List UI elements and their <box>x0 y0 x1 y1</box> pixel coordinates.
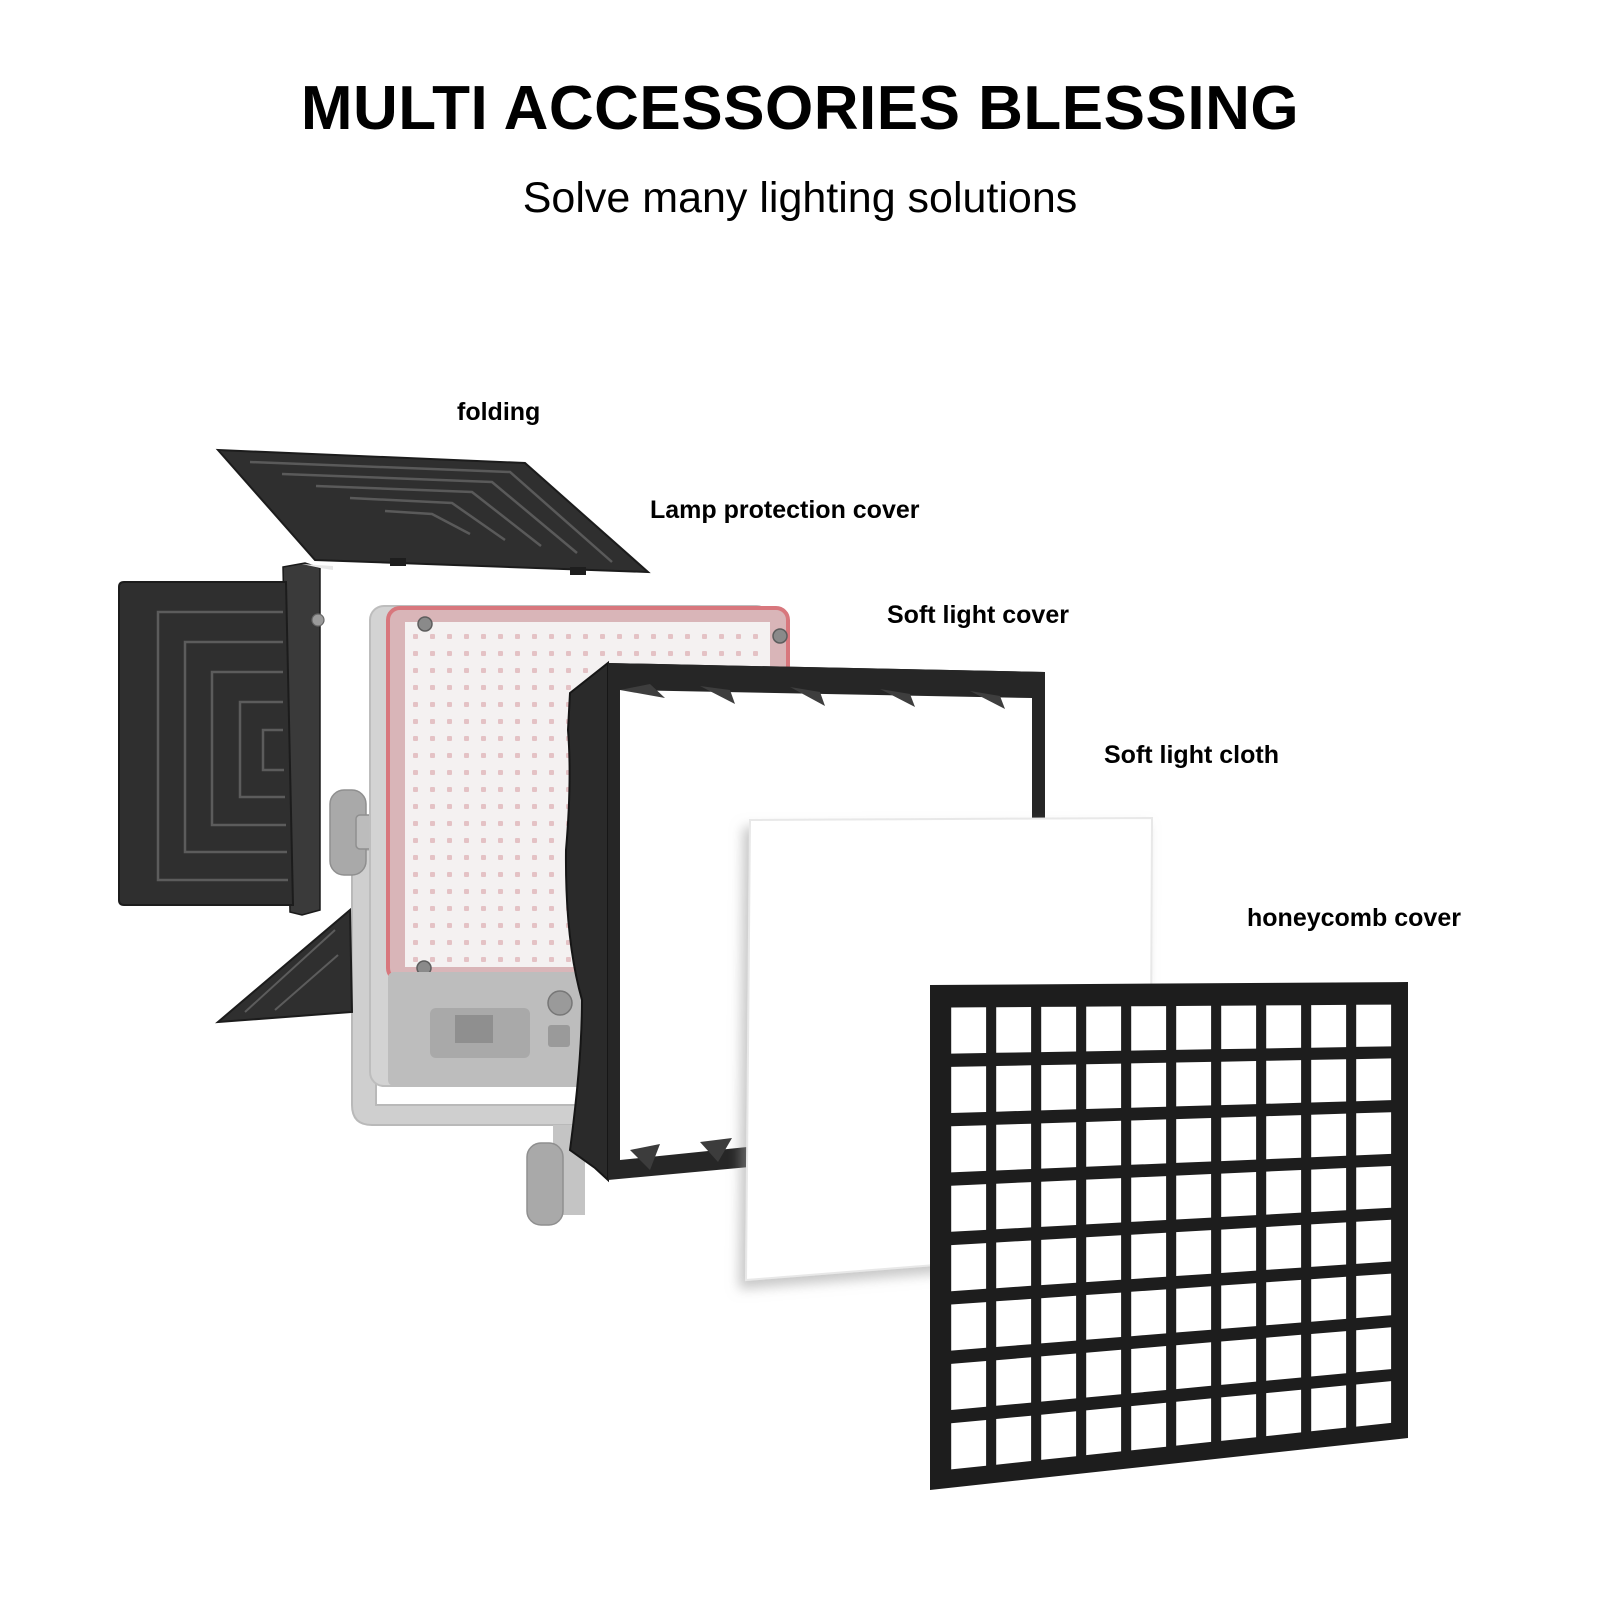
honeycomb-cell <box>1131 1232 1167 1280</box>
honeycomb-cell <box>1356 1219 1392 1264</box>
honeycomb-cell <box>1221 1005 1257 1050</box>
honeycomb-cell <box>1176 1118 1212 1163</box>
honeycomb-cell <box>1086 1235 1122 1283</box>
honeycomb-cell <box>1086 1407 1122 1456</box>
honeycomb-cell <box>996 1357 1032 1406</box>
honeycomb-cell <box>1086 1349 1122 1398</box>
honeycomb-cell <box>951 1243 987 1292</box>
honeycomb-cell <box>1041 1006 1077 1053</box>
honeycomb-cell <box>1311 1113 1347 1158</box>
honeycomb-cell <box>1176 1286 1212 1333</box>
honeycomb-cell <box>1266 1389 1302 1437</box>
honeycomb-cell <box>1131 1346 1167 1394</box>
headline: MULTI ACCESSORIES BLESSING <box>300 74 1300 143</box>
honeycomb-cell <box>1221 1338 1257 1385</box>
honeycomb-cell <box>1041 1064 1077 1111</box>
honeycomb-cell <box>996 1007 1032 1053</box>
honeycomb-cell <box>951 1420 987 1470</box>
barn-door-top <box>215 448 651 574</box>
honeycomb-cell <box>1176 1398 1212 1446</box>
side-knob-lower <box>526 1142 564 1226</box>
honeycomb-cell <box>1176 1174 1212 1220</box>
honeycomb-cell <box>1266 1279 1302 1326</box>
honeycomb-cell <box>996 1123 1032 1171</box>
honeycomb-cell <box>1221 1394 1257 1441</box>
honeycomb-cell <box>1176 1005 1212 1050</box>
honeycomb-cell <box>1041 1295 1077 1344</box>
label-soft-light-cover: Soft light cover <box>887 601 1069 629</box>
honeycomb-cell <box>1356 1004 1392 1047</box>
honeycomb-cell <box>1041 1180 1077 1227</box>
honeycomb-cell <box>1131 1402 1167 1451</box>
honeycomb-cell <box>996 1415 1032 1465</box>
honeycomb-cell <box>951 1302 987 1351</box>
honeycomb-cell <box>1266 1005 1302 1049</box>
honeycomb-cell <box>1041 1411 1077 1460</box>
honeycomb-cell <box>1041 1122 1077 1169</box>
honeycomb-cell <box>1266 1115 1302 1160</box>
honeycomb-cell <box>1221 1172 1257 1217</box>
honeycomb-cell <box>1086 1006 1122 1052</box>
honeycomb-cell <box>1131 1289 1167 1337</box>
honeycomb-cell <box>1311 1385 1347 1432</box>
honeycomb-cell <box>1086 1120 1122 1167</box>
honeycomb-cell <box>996 1298 1032 1347</box>
label-soft-light-cloth: Soft light cloth <box>1104 741 1279 769</box>
honeycomb-cell <box>1356 1381 1392 1427</box>
barn-door-bottom <box>215 907 354 1024</box>
honeycomb-cell <box>1356 1273 1392 1319</box>
subheadline: Solve many lighting solutions <box>522 174 1078 222</box>
control-knob <box>547 990 573 1016</box>
honeycomb-cell <box>951 1125 987 1173</box>
honeycomb-cell <box>1176 1342 1212 1390</box>
honeycomb-cell <box>1131 1119 1167 1165</box>
honeycomb-cell <box>1266 1060 1302 1104</box>
honeycomb-cell <box>1221 1061 1257 1106</box>
label-honeycomb-cover: honeycomb cover <box>1247 904 1461 932</box>
label-folding: folding <box>457 398 541 426</box>
honeycomb-cell <box>996 1065 1032 1112</box>
honeycomb-cell <box>1311 1059 1347 1103</box>
honeycomb-cell <box>1086 1063 1122 1109</box>
honeycomb-cell <box>951 1184 987 1232</box>
honeycomb-cell <box>951 1361 987 1410</box>
honeycomb-cell <box>1356 1058 1392 1102</box>
barn-doors <box>118 448 651 1024</box>
softbox-side-left <box>564 660 609 1183</box>
honeycomb-cell <box>996 1240 1032 1289</box>
honeycomb-cell <box>1041 1237 1077 1286</box>
honeycomb-cell <box>1311 1168 1347 1213</box>
honeycomb-cell <box>1266 1170 1302 1215</box>
honeycomb-cell <box>1131 1062 1167 1108</box>
honeycomb-cell <box>1176 1230 1212 1276</box>
honeycomb-cell <box>1356 1166 1392 1210</box>
honeycomb-cell <box>1266 1224 1302 1270</box>
honeycomb-cell <box>1086 1178 1122 1225</box>
honeycomb-cell <box>1356 1327 1392 1373</box>
honeycomb-cell <box>1221 1283 1257 1329</box>
faceplate-screws <box>416 616 788 976</box>
label-lamp-protection-cover: Lamp protection cover <box>650 496 920 524</box>
honeycomb-cell <box>1356 1112 1392 1156</box>
honeycomb-cell <box>1311 1276 1347 1322</box>
honeycomb-cell <box>1131 1176 1167 1222</box>
honeycomb-cell <box>1311 1004 1347 1048</box>
honeycomb-cell <box>1311 1331 1347 1377</box>
honeycomb-cell <box>1221 1116 1257 1162</box>
honeycomb-cell <box>996 1182 1032 1230</box>
honeycomb-cell <box>1041 1353 1077 1402</box>
honeycomb-cell <box>1131 1006 1167 1051</box>
honeycomb-cell <box>1221 1227 1257 1273</box>
barn-door-left <box>118 581 295 906</box>
honeycomb-cell <box>951 1066 987 1113</box>
honeycomb-cell <box>1086 1292 1122 1340</box>
honeycomb-cell <box>1311 1222 1347 1267</box>
honeycomb-cell <box>1176 1061 1212 1107</box>
honeycomb-cell <box>1266 1334 1302 1381</box>
honeycomb-cell <box>951 1007 987 1054</box>
